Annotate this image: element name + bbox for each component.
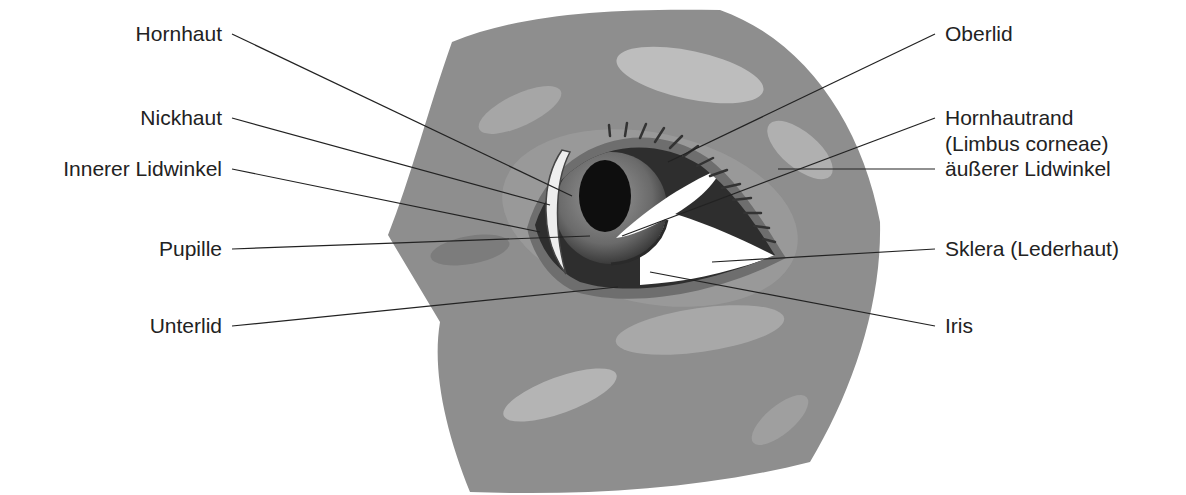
part-label: Nickhaut [140, 105, 222, 131]
eye [527, 123, 786, 299]
part-label: Pupille [159, 236, 222, 262]
leader-lines [232, 34, 935, 326]
part-label: äußerer Lidwinkel [945, 156, 1111, 182]
part-label: Hornhautrand (Limbus corneae) [945, 105, 1145, 157]
part-label: Oberlid [945, 21, 1013, 47]
part-label: Unterlid [150, 313, 222, 339]
part-label: Innerer Lidwinkel [63, 156, 222, 182]
part-label: Hornhaut [136, 21, 222, 47]
part-label: Iris [945, 313, 973, 339]
part-label: Sklera (Lederhaut) [945, 236, 1119, 262]
head-shape [388, 10, 880, 493]
